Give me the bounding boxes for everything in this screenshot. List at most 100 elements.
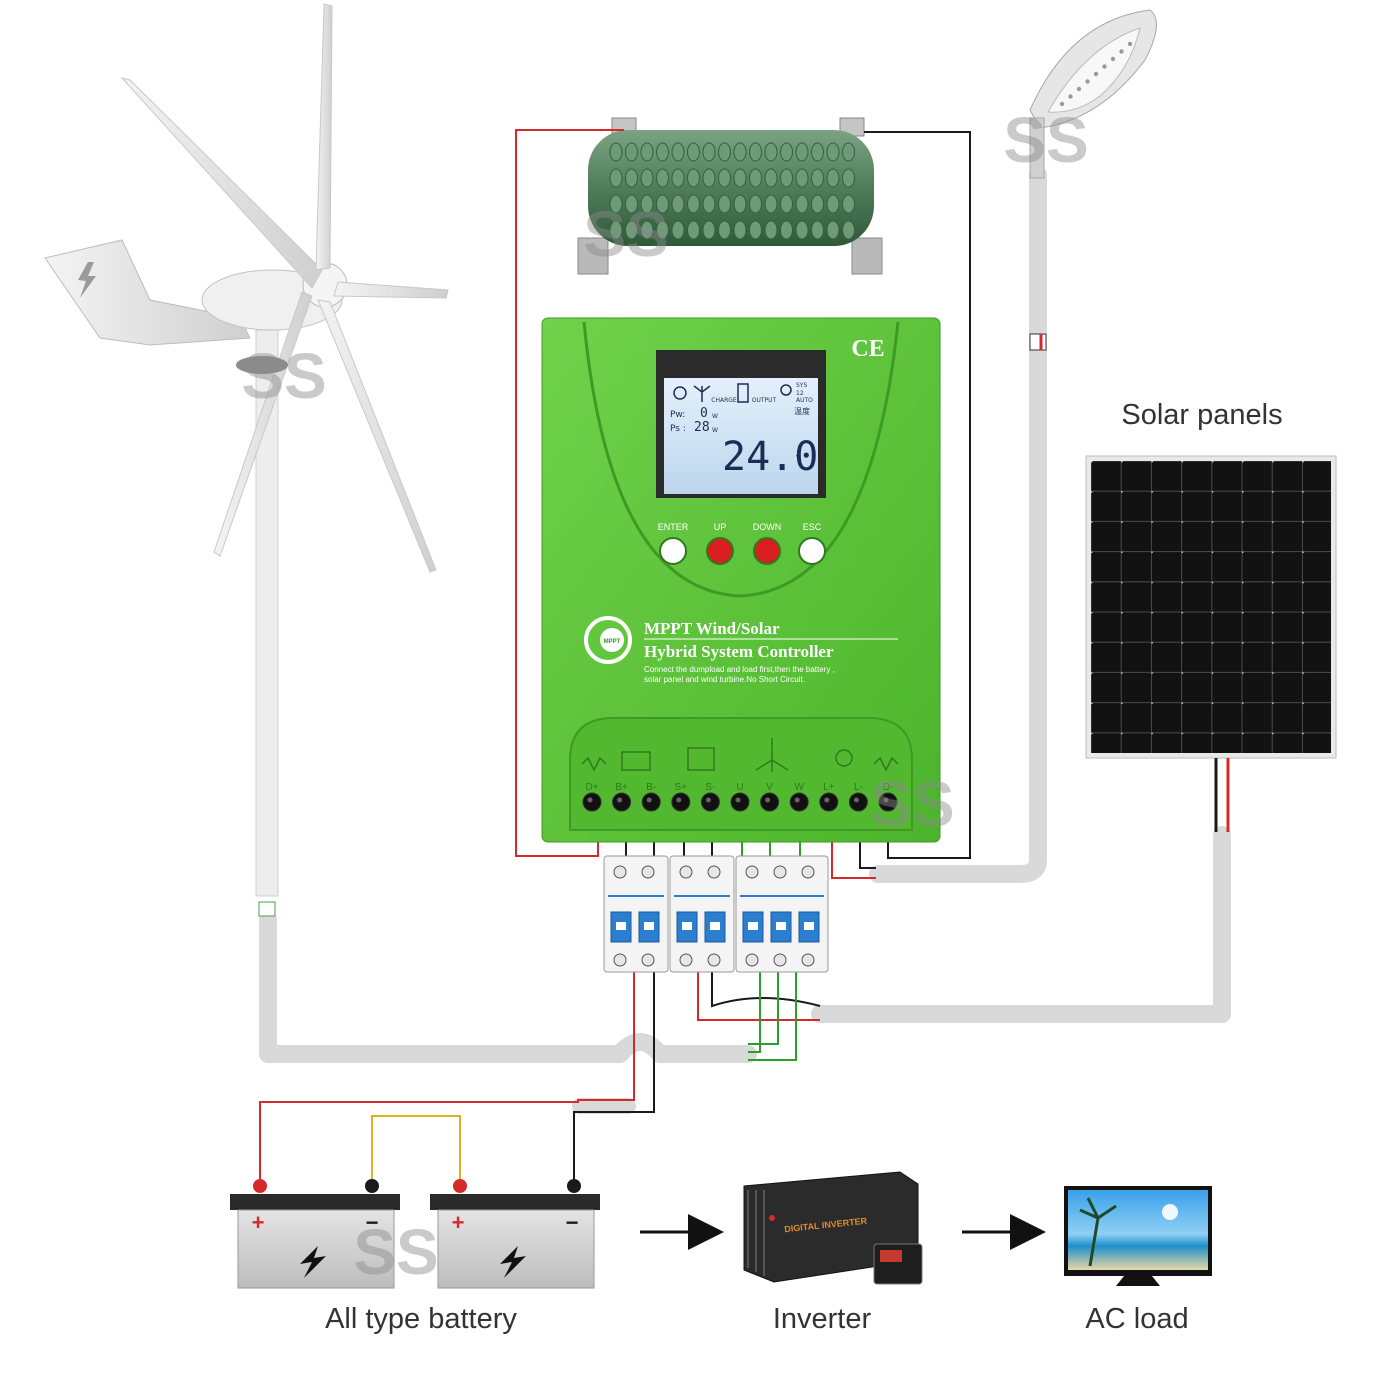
terminal-screw[interactable] (848, 792, 868, 812)
breaker-screw-bottom (707, 953, 721, 967)
lcd-screen (664, 378, 818, 494)
resistor-bracket-left (577, 237, 609, 275)
terminal-screw[interactable] (730, 792, 750, 812)
terminal-screw[interactable] (760, 792, 780, 812)
turbine-blade-5 (213, 291, 313, 557)
battery-1-lid (230, 1194, 400, 1210)
lcd-main-unit: V (796, 454, 801, 462)
battery-1-positive-post (253, 1179, 267, 1193)
battery-2-positive-post (453, 1179, 467, 1193)
breaker-screw-top (707, 865, 721, 879)
resistor-rib (609, 168, 623, 188)
resistor-rib (764, 168, 778, 188)
breaker-screw-bottom (745, 953, 759, 967)
controller-buttons: ENTER UP DOWN ESC (658, 522, 826, 565)
resistor-ribs (609, 142, 855, 240)
resistor-rib (749, 220, 762, 240)
breaker-3 (735, 855, 829, 973)
controller-brand: MPPT MPPT Wind/Solar Hybrid System Contr… (584, 616, 898, 684)
load-positive-wire (831, 842, 876, 879)
resistor-rib (625, 168, 638, 188)
load-symbol-icon (835, 749, 853, 767)
battery-2-minus: − (566, 1210, 579, 1235)
terminal-screw[interactable] (789, 792, 809, 812)
lamp-led (1127, 41, 1133, 47)
up-button[interactable] (706, 537, 734, 565)
lamp-led (1076, 86, 1082, 92)
ac-load-label: AC load (1085, 1303, 1188, 1335)
resistor-rib (764, 220, 778, 240)
terminal-screw[interactable] (878, 792, 898, 812)
ac-load-tv (1064, 1186, 1212, 1286)
terminal-screw[interactable] (671, 792, 691, 812)
down-button[interactable] (753, 537, 781, 565)
hybrid-controller: CE CHARGE OUTPUT SYS 12 AUTO Pw: 0 W Ps … (541, 317, 941, 843)
terminal-label: B+ (615, 782, 628, 793)
resistor-rib (764, 142, 778, 162)
resistor-rib (671, 194, 685, 214)
wind-phase-u-wire (748, 970, 761, 1053)
resistor-rib (640, 168, 654, 188)
esc-button[interactable] (798, 537, 826, 565)
resistor-rib (842, 142, 855, 162)
battery-2-plus: + (452, 1210, 465, 1235)
resistor-rib (640, 142, 654, 162)
resistor-rib (718, 168, 731, 188)
wind-turbine (44, 3, 449, 917)
lcd-pw-value: 0 (700, 406, 708, 421)
terminal-screw[interactable] (641, 792, 661, 812)
resistor-rib (749, 194, 762, 214)
enter-button[interactable] (659, 537, 687, 565)
breaker-screw-top (613, 865, 627, 879)
resistor-rib (671, 168, 685, 188)
brand-logo-text: MPPT (604, 639, 621, 645)
resistor-rib (842, 194, 855, 214)
resistor-rib (687, 194, 700, 214)
terminal-screw[interactable] (700, 792, 720, 812)
resistor-rib (733, 220, 747, 240)
lamp-led (1110, 56, 1116, 62)
lamp-arm (1029, 117, 1045, 179)
resistor-rib (780, 142, 793, 162)
dumpload-negative-wire (864, 131, 971, 859)
load-negative-wire (859, 842, 876, 869)
tv-screen-palm (1079, 1197, 1117, 1267)
battery-series-link (371, 1115, 461, 1182)
resistor-rib (671, 220, 685, 240)
watermark-turbine: SS (241, 340, 326, 412)
battery-2-lid (430, 1194, 600, 1210)
terminal-screw[interactable] (819, 792, 839, 812)
resistor-rib (826, 142, 840, 162)
breaker-toggle-window (804, 922, 814, 930)
resistor-rib (609, 194, 623, 214)
terminal-screw-highlight (735, 797, 741, 803)
solar-symbol-icon (687, 747, 715, 771)
brand-title-line2: Hybrid System Controller (644, 642, 834, 661)
battery-positive-wire (259, 970, 635, 1180)
terminal-screw[interactable] (582, 792, 602, 812)
resistor-rib (811, 220, 824, 240)
resistor-rib (733, 168, 747, 188)
turbine-blade-1 (120, 77, 323, 289)
resistor-rib (795, 168, 809, 188)
terminal-label: S+ (675, 782, 688, 793)
resistor-rib (609, 220, 623, 240)
terminal-screw-highlight (824, 797, 830, 803)
resistor-rib (687, 168, 700, 188)
breaker-screw-top (745, 865, 759, 879)
wind-phase-w-wire (748, 970, 797, 1061)
breaker-screw-bottom (773, 953, 787, 967)
resistor-rib (671, 142, 685, 162)
battery-symbol-icon (621, 751, 651, 771)
lcd-ps-unit: W (712, 427, 718, 434)
wind-turbine-cable (259, 911, 757, 1063)
resistor-rib (811, 168, 824, 188)
lcd-pw-label: Pw: (670, 410, 685, 420)
resistor-rib (640, 220, 654, 240)
watermark-resistor: SS (583, 198, 668, 270)
resistor-rib (733, 194, 747, 214)
brand-logo-core (600, 628, 624, 652)
terminal-label: V (766, 782, 773, 793)
terminal-screw-highlight (853, 797, 859, 803)
terminal-screw[interactable] (612, 792, 632, 812)
